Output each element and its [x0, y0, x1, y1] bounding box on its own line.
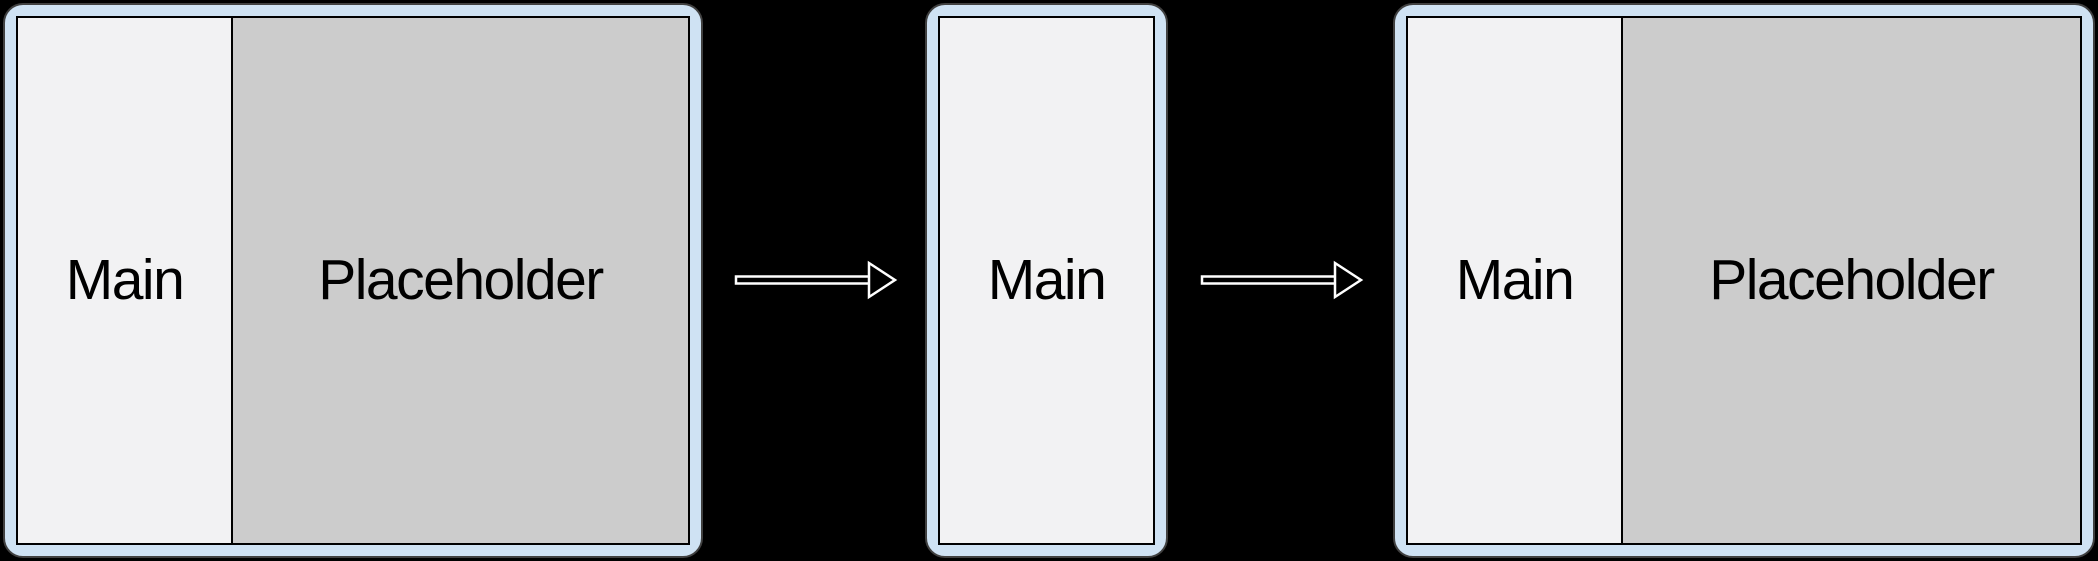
panel-expanded-start: Main Placeholder [3, 3, 703, 558]
arrow-right-icon [734, 260, 898, 300]
arrow-right-icon [1200, 260, 1364, 300]
panel-expanded-end-content: Main Placeholder [1406, 16, 2082, 545]
placeholder-pane-label: Placeholder [1709, 248, 1995, 312]
panel-collapsed-content: Main [938, 16, 1155, 545]
main-pane: Main [18, 18, 231, 543]
placeholder-pane-label: Placeholder [318, 248, 604, 312]
panel-collapsed: Main [925, 3, 1168, 558]
placeholder-pane: Placeholder [1621, 18, 2080, 543]
main-pane: Main [940, 18, 1153, 543]
main-pane-label: Main [1455, 248, 1575, 312]
main-pane: Main [1408, 18, 1621, 543]
placeholder-pane: Placeholder [231, 18, 688, 543]
panel-expanded-end: Main Placeholder [1393, 3, 2095, 558]
panel-expanded-start-content: Main Placeholder [16, 16, 690, 545]
main-pane-label: Main [987, 248, 1107, 312]
main-pane-label: Main [65, 248, 185, 312]
